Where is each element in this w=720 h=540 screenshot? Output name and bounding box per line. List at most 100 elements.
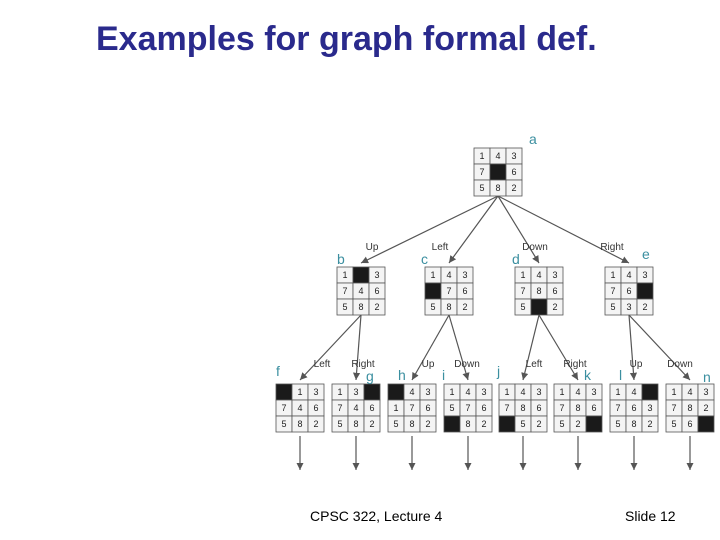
blank-tile (636, 282, 654, 300)
tile-number: 1 (337, 387, 342, 397)
blank-tile (275, 383, 293, 401)
node-label-l: l (619, 367, 622, 383)
edge-b-g (352, 314, 362, 381)
edge-a-e (497, 195, 630, 264)
tile (363, 415, 381, 433)
tile-number: 6 (552, 286, 557, 296)
tile-number: 3 (536, 387, 541, 397)
tile-number: 2 (642, 302, 647, 312)
tile (530, 415, 548, 433)
tile-number: 3 (591, 387, 596, 397)
edge-label-d-j: Left (526, 359, 543, 370)
edge-label-a-d: Down (522, 242, 548, 253)
node-label-n: n (703, 369, 711, 385)
tile-number: 1 (342, 270, 347, 280)
tile-number: 6 (374, 286, 379, 296)
tile-number: 4 (626, 270, 631, 280)
tile-number: 4 (409, 387, 414, 397)
slide-title: Examples for graph formal def. (96, 20, 597, 58)
tile-number: 2 (575, 419, 580, 429)
tile-number: 4 (495, 151, 500, 161)
node-label-d: d (512, 251, 520, 267)
edge-label-c-h: Up (422, 359, 435, 370)
tile-number: 3 (647, 403, 652, 413)
tile-number: 3 (642, 270, 647, 280)
tile-number: 7 (610, 286, 615, 296)
tile-number: 3 (462, 270, 467, 280)
edge-d-j (521, 314, 540, 381)
tile-number: 2 (313, 419, 318, 429)
tile-number: 2 (511, 183, 516, 193)
blank-tile (424, 282, 442, 300)
tile-number: 2 (425, 419, 430, 429)
edge-label-e-n: Down (667, 359, 693, 370)
edge-label-a-c: Left (432, 242, 449, 253)
node-label-j: j (496, 363, 500, 379)
tile-number: 8 (495, 183, 500, 193)
tile-number: 3 (425, 387, 430, 397)
tile-number: 6 (511, 167, 516, 177)
tile-number: 4 (520, 387, 525, 397)
blank-tile (387, 383, 405, 401)
tile-number: 4 (687, 387, 692, 397)
edge-label-c-i: Down (454, 359, 480, 370)
tile-number: 5 (671, 419, 676, 429)
tile-number: 3 (353, 387, 358, 397)
edge-a-b (360, 195, 499, 264)
tile-number: 3 (552, 270, 557, 280)
tile (505, 179, 523, 197)
tile-number: 6 (626, 286, 631, 296)
node-label-g: g (366, 368, 374, 384)
edge-label-a-b: Up (366, 242, 379, 253)
tile-number: 6 (313, 403, 318, 413)
edge-d-k (538, 314, 579, 381)
tile-number: 1 (430, 270, 435, 280)
tile-number: 4 (446, 270, 451, 280)
footer-lecture: CPSC 322, Lecture 4 (310, 508, 443, 524)
blank-tile (641, 383, 659, 401)
edge-label-a-e: Right (600, 242, 624, 253)
tile-number: 1 (671, 387, 676, 397)
tile-number: 2 (369, 419, 374, 429)
edge-a-d (497, 195, 540, 264)
tile-number: 6 (369, 403, 374, 413)
edge-c-i (448, 314, 470, 381)
tile-number: 4 (536, 270, 541, 280)
edge-e-l (628, 314, 638, 381)
tile-number: 8 (446, 302, 451, 312)
tile-number: 3 (374, 270, 379, 280)
tile (641, 415, 659, 433)
tile (546, 298, 564, 316)
tile-number: 6 (631, 403, 636, 413)
tile (368, 298, 386, 316)
edge-c-h (411, 314, 450, 381)
tile-number: 2 (647, 419, 652, 429)
tile-number: 5 (449, 403, 454, 413)
tile-number: 2 (536, 419, 541, 429)
tile-number: 6 (536, 403, 541, 413)
tile-number: 6 (425, 403, 430, 413)
tile-number: 1 (479, 151, 484, 161)
tile-number: 7 (479, 167, 484, 177)
tile-number: 5 (520, 419, 525, 429)
tile-number: 7 (671, 403, 676, 413)
edge-b-f (299, 314, 362, 381)
tile-number: 6 (591, 403, 596, 413)
node-label-b: b (337, 251, 345, 267)
tile-number: 4 (465, 387, 470, 397)
tile-number: 4 (297, 403, 302, 413)
tile-number: 7 (615, 403, 620, 413)
tile-number: 8 (297, 419, 302, 429)
tile-number: 5 (610, 302, 615, 312)
tile-number: 1 (610, 270, 615, 280)
tile-number: 4 (358, 286, 363, 296)
edge-e-n (628, 314, 691, 381)
